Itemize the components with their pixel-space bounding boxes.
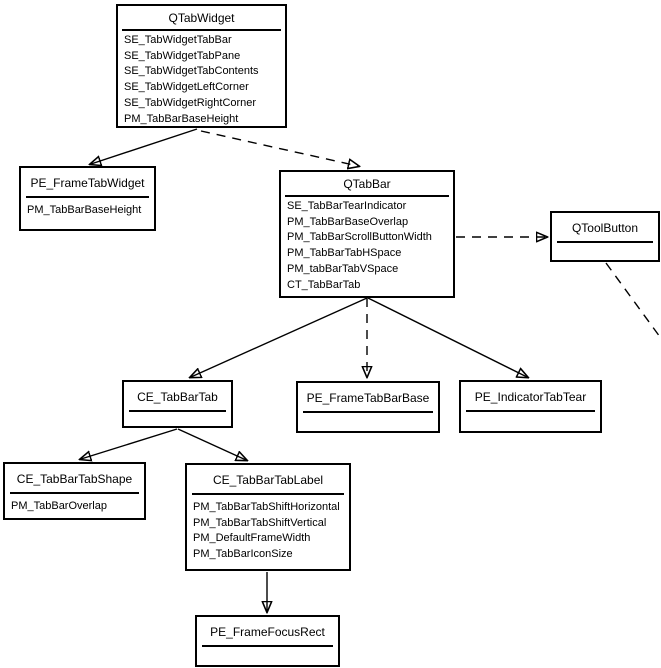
node-item-list: PM_TabBarBaseHeight — [21, 198, 154, 219]
edge-qtabbar-ce-tabbartab — [191, 297, 368, 377]
node-item-list: SE_TabWidgetTabBar SE_TabWidgetTabPane S… — [118, 31, 285, 127]
compartment-divider — [26, 196, 149, 198]
node-item: PM_TabBarTabHSpace — [287, 247, 402, 260]
edge-qtoolbutton-offcanvas — [605, 262, 661, 338]
node-pe-framefocusrect: PE_FrameFocusRect — [195, 615, 340, 667]
compartment-divider — [285, 195, 449, 197]
compartment-divider — [122, 29, 281, 31]
node-ce-tabbartablabel: CE_TabBarTabLabel PM_TabBarTabShiftHoriz… — [185, 463, 351, 571]
node-item: PM_TabBarTabShiftHorizontal — [193, 501, 340, 513]
node-item: SE_TabWidgetRightCorner — [124, 96, 257, 109]
node-item: SE_TabWidgetTabBar — [124, 34, 232, 46]
node-pe-frametabwidget: PE_FrameTabWidget PM_TabBarBaseHeight — [19, 166, 156, 231]
edge-qtabwidget-qtabbar — [200, 130, 358, 166]
node-title: CE_TabBarTabLabel — [212, 473, 324, 487]
node-item: PM_tabBarTabVSpace — [287, 262, 399, 275]
node-title: CE_TabBarTabShape — [16, 472, 133, 486]
edge-ce-tabbartab-ce-tabbartablabel — [177, 428, 246, 460]
node-title: QTabWidget — [168, 11, 235, 25]
node-title: PE_FrameTabBarBase — [306, 391, 430, 405]
compartment-divider — [557, 241, 653, 243]
compartment-divider — [10, 492, 139, 494]
compartment-divider — [192, 493, 344, 495]
compartment-divider — [202, 645, 333, 647]
node-item-list: PM_TabBarTabShiftHorizontal PM_TabBarTab… — [187, 495, 349, 563]
edge-ce-tabbartab-ce-tabbartabshape — [81, 428, 178, 459]
edge-qtabbar-pe-indicatortabtear — [367, 297, 527, 377]
node-title: PE_IndicatorTabTear — [474, 390, 587, 404]
node-title: QToolButton — [571, 221, 639, 235]
node-qtabwidget: QTabWidget SE_TabWidgetTabBar SE_TabWidg… — [116, 4, 287, 128]
node-item: CT_TabBarTab — [287, 278, 361, 291]
node-item: SE_TabWidgetLeftCorner — [124, 81, 249, 94]
node-item: PM_TabBarOverlap — [11, 500, 107, 512]
node-qtoolbutton: QToolButton — [550, 211, 660, 262]
node-item: PM_TabBarTabShiftVertical — [193, 516, 327, 529]
node-item-list: SE_TabBarTearIndicator PM_TabBarBaseOver… — [281, 197, 453, 293]
compartment-divider — [303, 411, 433, 413]
node-item-list: PM_TabBarOverlap — [5, 494, 144, 515]
node-item: PM_TabBarBaseOverlap — [287, 215, 409, 228]
node-item: SE_TabWidgetTabContents — [124, 65, 259, 78]
node-ce-tabbartabshape: CE_TabBarTabShape PM_TabBarOverlap — [3, 462, 146, 520]
node-item: PM_TabBarBaseHeight — [124, 112, 239, 125]
compartment-divider — [466, 410, 595, 412]
node-item: PM_TabBarScrollButtonWidth — [287, 231, 432, 244]
compartment-divider — [129, 410, 226, 412]
node-item: SE_TabBarTearIndicator — [287, 200, 407, 212]
node-qtabbar: QTabBar SE_TabBarTearIndicator PM_TabBar… — [279, 170, 455, 298]
node-title: CE_TabBarTab — [137, 390, 218, 404]
node-item: PM_TabBarIconSize — [193, 548, 293, 561]
node-item: PM_DefaultFrameWidth — [193, 532, 311, 545]
node-item: SE_TabWidgetTabPane — [124, 49, 241, 62]
node-title: PE_FrameTabWidget — [30, 176, 145, 190]
edge-qtabwidget-pe-frametabwidget — [91, 128, 198, 164]
node-pe-indicatortabtear: PE_IndicatorTabTear — [459, 380, 602, 433]
node-ce-tabbartab: CE_TabBarTab — [122, 380, 233, 428]
node-title: QTabBar — [343, 177, 391, 191]
node-pe-frametabbarbase: PE_FrameTabBarBase — [296, 381, 440, 433]
node-item: PM_TabBarBaseHeight — [27, 204, 142, 216]
node-title: PE_FrameFocusRect — [210, 625, 325, 639]
